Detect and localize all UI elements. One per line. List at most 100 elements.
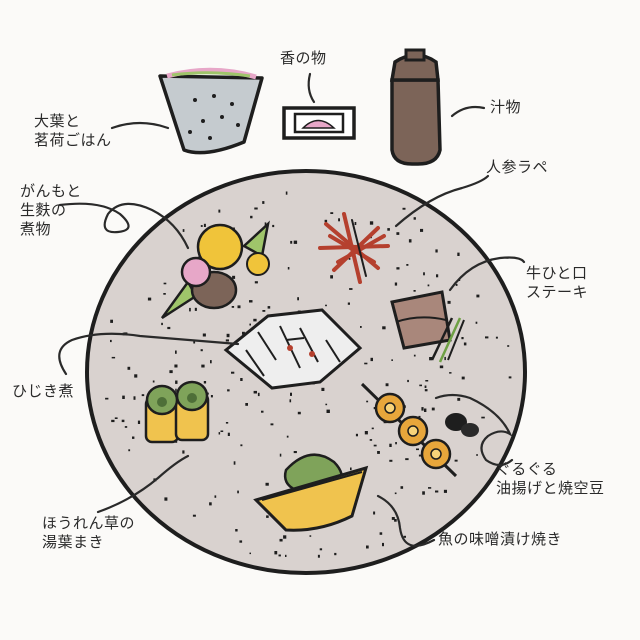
speckle — [455, 283, 458, 286]
speckle — [436, 274, 439, 278]
speckle — [428, 487, 432, 489]
speckle — [141, 394, 145, 397]
speckle — [330, 212, 334, 214]
speckle — [369, 221, 374, 225]
speckle — [253, 390, 257, 394]
speckle — [105, 397, 109, 400]
speckle — [227, 389, 230, 392]
speckle — [274, 551, 278, 555]
speckle — [431, 407, 435, 411]
speckle — [233, 461, 236, 465]
speckle — [147, 297, 152, 301]
speckle — [427, 284, 430, 287]
label-carrot: 人参ラペ — [486, 158, 549, 176]
hijiki — [223, 308, 363, 390]
speckle — [422, 491, 425, 495]
speckle — [421, 407, 424, 411]
speckle — [110, 319, 113, 323]
speckle — [391, 517, 395, 520]
carrot-rapee — [318, 212, 390, 284]
label-hijiki: ひじき煮 — [12, 382, 75, 400]
speckle — [203, 381, 207, 384]
speckle — [364, 431, 368, 435]
speckle — [137, 420, 141, 424]
speckle — [373, 444, 377, 447]
speckle — [366, 545, 369, 549]
speckle — [366, 400, 369, 403]
speckle — [194, 307, 197, 311]
speckle — [203, 223, 206, 227]
speckle — [175, 380, 178, 384]
label-soup: 汁物 — [490, 98, 522, 116]
speckle — [385, 383, 389, 387]
speckle — [413, 290, 416, 292]
speckle — [396, 267, 400, 270]
speckle — [391, 359, 393, 361]
speckle — [200, 349, 203, 352]
speckle — [265, 482, 269, 486]
speckle — [394, 519, 397, 522]
speckle — [435, 490, 439, 493]
speckle — [161, 322, 163, 326]
speckle — [253, 318, 257, 322]
speckle — [297, 297, 299, 301]
speckle — [319, 548, 323, 551]
speckle — [262, 201, 265, 204]
speckle — [476, 454, 478, 456]
speckle — [134, 374, 138, 378]
speckle — [262, 310, 266, 312]
speckle — [360, 326, 362, 328]
speckle — [495, 336, 498, 339]
speckle — [285, 191, 288, 195]
speckle — [210, 360, 212, 364]
speckle — [287, 267, 290, 270]
speckle — [293, 240, 298, 244]
speckle — [424, 389, 428, 392]
speckle — [418, 415, 421, 418]
speckle — [283, 535, 287, 539]
speckle — [220, 430, 224, 432]
speckle — [449, 372, 452, 374]
label-fish: 魚の味噌漬け焼き — [438, 530, 563, 548]
speckle — [293, 451, 297, 454]
label-beef: 牛ひと口 ステーキ — [526, 264, 589, 301]
speckle — [242, 331, 245, 335]
speckle — [330, 275, 333, 279]
spinach-yuba — [144, 380, 210, 444]
speckle — [370, 357, 373, 362]
speckle — [354, 222, 357, 225]
speckle — [325, 403, 328, 406]
ganmo-and-fu — [160, 220, 270, 320]
speckle — [264, 222, 267, 226]
speckle — [324, 219, 328, 223]
speckle — [254, 207, 258, 210]
speckle — [164, 497, 168, 501]
speckle — [326, 409, 330, 413]
speckle — [245, 403, 248, 406]
speckle — [202, 333, 206, 337]
speckle — [429, 357, 432, 361]
speckle — [424, 408, 427, 412]
speckle — [227, 432, 230, 436]
label-ganmo: がんもと 生麩の 煮物 — [20, 182, 82, 238]
speckle — [420, 228, 424, 232]
speckle — [394, 282, 398, 286]
speckle — [373, 407, 376, 410]
speckle — [444, 356, 446, 361]
speckle — [389, 459, 393, 462]
speckle — [121, 419, 125, 423]
speckle — [235, 529, 238, 532]
speckle — [261, 410, 264, 413]
speckle — [193, 340, 196, 344]
speckle — [405, 458, 409, 461]
speckle — [355, 433, 358, 437]
speckle — [210, 395, 213, 398]
speckle — [128, 449, 131, 452]
speckle — [395, 442, 397, 445]
speckle — [254, 281, 258, 284]
label-aburaage: ぐるぐる 油揚げと焼空豆 — [496, 460, 605, 497]
speckle — [406, 264, 409, 266]
speckle — [127, 366, 131, 370]
speckle — [476, 294, 480, 298]
